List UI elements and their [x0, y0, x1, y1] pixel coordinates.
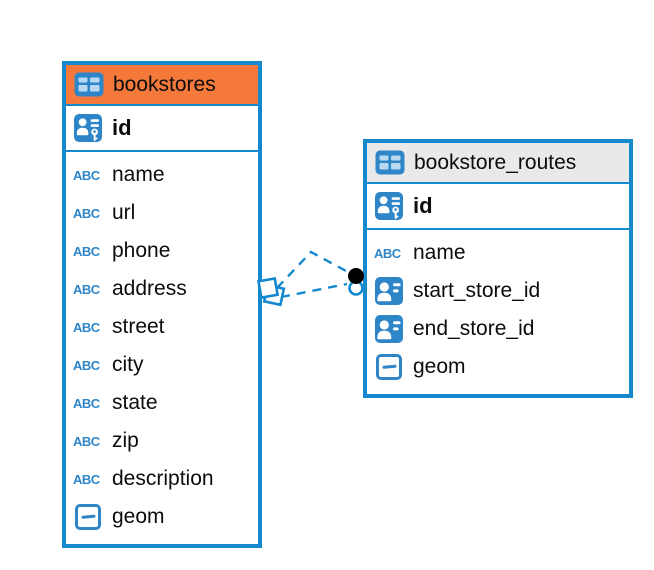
- column-state[interactable]: ABC state: [66, 384, 258, 422]
- reference-icon: [374, 276, 404, 306]
- key-columns-section: id: [66, 106, 258, 152]
- column-name: street: [112, 315, 165, 338]
- text-type-icon: ABC: [73, 357, 100, 373]
- column-name: city: [112, 353, 144, 376]
- geometry-icon: [73, 502, 103, 532]
- table-header[interactable]: bookstores: [66, 65, 258, 106]
- column-geom[interactable]: geom: [66, 498, 258, 536]
- table-icon: [74, 72, 104, 97]
- column-id[interactable]: id: [66, 107, 258, 149]
- one-side-marker: [348, 268, 364, 296]
- column-name: name: [413, 241, 466, 264]
- text-type-icon: ABC: [73, 167, 100, 183]
- column-name: id: [112, 115, 132, 140]
- text-type-icon: ABC: [73, 471, 100, 487]
- table-title: bookstore_routes: [414, 150, 577, 174]
- many-side-marker: [256, 276, 286, 307]
- column-name: phone: [112, 239, 171, 262]
- column-end_store_id[interactable]: end_store_id: [367, 310, 629, 348]
- text-type-icon: ABC: [73, 205, 100, 221]
- primary-key-icon: [73, 113, 103, 143]
- text-type-icon: ABC: [73, 395, 100, 411]
- table-icon: [375, 150, 405, 175]
- column-street[interactable]: ABC street: [66, 308, 258, 346]
- column-name: state: [112, 391, 158, 414]
- table-header[interactable]: bookstore_routes: [367, 143, 629, 184]
- column-name: zip: [112, 429, 139, 452]
- column-start_store_id[interactable]: start_store_id: [367, 272, 629, 310]
- columns-section: ABC name start_store_id end_store_id geom: [367, 230, 629, 394]
- text-type-icon: ABC: [73, 319, 100, 335]
- column-name: geom: [112, 505, 165, 528]
- column-zip[interactable]: ABC zip: [66, 422, 258, 460]
- column-name: start_store_id: [413, 279, 541, 302]
- geometry-icon: [374, 352, 404, 382]
- column-description[interactable]: ABC description: [66, 460, 258, 498]
- relationship-line-1[interactable]: [276, 250, 349, 289]
- column-city[interactable]: ABC city: [66, 346, 258, 384]
- column-id[interactable]: id: [367, 185, 629, 227]
- column-name: address: [112, 277, 187, 300]
- column-name: geom: [413, 355, 466, 378]
- table-title: bookstores: [113, 72, 216, 96]
- column-phone[interactable]: ABC phone: [66, 232, 258, 270]
- key-columns-section: id: [367, 184, 629, 230]
- column-name: id: [413, 193, 433, 218]
- table-bookstore_routes[interactable]: bookstore_routes id ABC name start_store_…: [363, 139, 633, 398]
- column-name: name: [112, 163, 165, 186]
- text-type-icon: ABC: [73, 243, 100, 259]
- column-name: description: [112, 467, 214, 490]
- column-name[interactable]: ABC name: [367, 234, 629, 272]
- reference-icon: [374, 314, 404, 344]
- column-name[interactable]: ABC name: [66, 156, 258, 194]
- text-type-icon: ABC: [73, 433, 100, 449]
- primary-key-icon: [374, 191, 404, 221]
- column-geom[interactable]: geom: [367, 348, 629, 386]
- relationship-line-2[interactable]: [280, 282, 348, 299]
- text-type-icon: ABC: [73, 281, 100, 297]
- column-url[interactable]: ABC url: [66, 194, 258, 232]
- text-type-icon: ABC: [374, 245, 401, 261]
- column-name: end_store_id: [413, 317, 535, 340]
- column-address[interactable]: ABC address: [66, 270, 258, 308]
- column-name: url: [112, 201, 136, 224]
